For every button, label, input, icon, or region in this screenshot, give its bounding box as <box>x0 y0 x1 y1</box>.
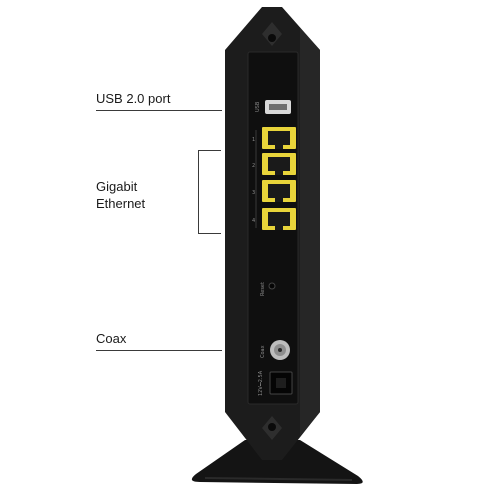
ethernet-port-4[interactable] <box>262 208 296 230</box>
bottom-mount-hole <box>268 423 276 431</box>
device-body-shade <box>300 28 320 436</box>
usb-port-tongue <box>269 104 287 110</box>
ethernet-callout-label-line1: Gigabit <box>96 179 138 194</box>
ethernet-port-4-label: 4 <box>252 218 255 224</box>
power-port-inner <box>276 378 286 388</box>
coax-callout-label: Coax <box>96 331 127 346</box>
device-stand-highlight <box>204 477 353 481</box>
reset-label: Reset <box>260 282 266 296</box>
power-port-label: 12V⎓2.5A <box>258 370 264 396</box>
ethernet-port-3[interactable] <box>262 180 296 202</box>
ethernet-port-1-label: 1 <box>252 137 255 143</box>
usb-port-label: USB <box>255 101 261 112</box>
usb-callout-line <box>96 110 222 111</box>
coax-connector-pin <box>278 348 282 352</box>
ethernet-port-2[interactable] <box>262 153 296 175</box>
ethernet-callout-bracket <box>198 150 221 234</box>
coax-jack-label: Coax <box>260 345 266 358</box>
reset-button[interactable] <box>268 282 276 290</box>
top-mount-hole <box>268 34 276 42</box>
ethernet-callout-label-line2: Ethernet <box>96 196 146 211</box>
usb-callout-label: USB 2.0 port <box>96 91 171 106</box>
ethernet-port-2-label: 2 <box>252 163 255 169</box>
ethernet-port-1[interactable] <box>262 127 296 149</box>
coax-callout-line <box>96 350 222 351</box>
ethernet-port-3-label: 3 <box>252 190 255 196</box>
device-stand <box>191 440 363 484</box>
ethernet-callout-label: Gigabit Ethernet <box>96 178 145 212</box>
